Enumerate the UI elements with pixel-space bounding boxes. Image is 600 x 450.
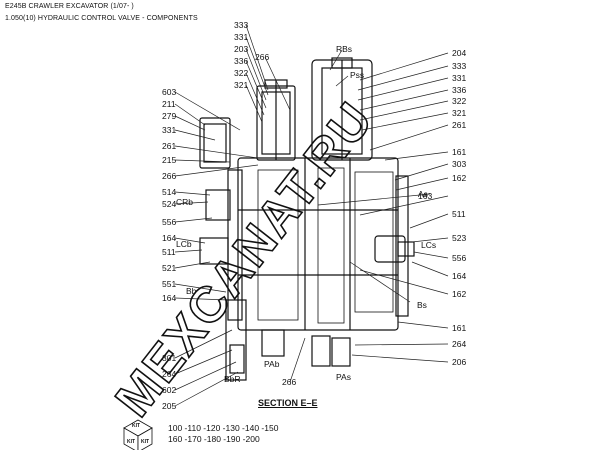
callout-number-left: 333: [234, 20, 248, 30]
callout-number-left: 211: [162, 99, 176, 109]
callout-number-right: 162: [452, 289, 466, 299]
diagram-model-title: E245B CRAWLER EXCAVATOR (1/07- ): [5, 3, 134, 10]
callout-number-left: 203: [234, 44, 248, 54]
port-label: Pss: [350, 70, 364, 80]
callout-number-right: 303: [452, 159, 466, 169]
callout-number-right: 161: [452, 323, 466, 333]
kit-icon-label: KIT: [141, 439, 149, 445]
callout-number-left: 301: [162, 353, 176, 363]
callout-number-right: 264: [452, 339, 466, 349]
right-relief-cap: [311, 57, 373, 161]
callout-number-left: 556: [162, 217, 176, 227]
callout-number-right: 164: [452, 271, 466, 281]
callout-number-right: 261: [452, 120, 466, 130]
callout-number-right: 206: [452, 357, 466, 367]
section-title: SECTION E–E: [258, 398, 318, 408]
leader-lines: [174, 24, 449, 407]
callout-number-center: 266: [282, 377, 296, 387]
callout-number-left: 164: [162, 233, 176, 243]
callout-number-right: 161: [452, 147, 466, 157]
callout-number-left: 322: [234, 68, 248, 78]
callout-number-left: 603: [162, 87, 176, 97]
callout-number-left: 164: [162, 293, 176, 303]
callout-number-left: 215: [162, 155, 176, 165]
callout-number-left: 602: [162, 385, 176, 395]
port-label: BbR: [224, 374, 241, 384]
callout-number-center: 266: [255, 52, 269, 62]
callout-number-right: 204: [452, 48, 466, 58]
callout-number-right: 321: [452, 108, 466, 118]
callout-number-left: 331: [234, 32, 248, 42]
port-label: CRb: [176, 197, 193, 207]
callout-number-right: 336: [452, 85, 466, 95]
right-end-block: [374, 235, 415, 263]
callout-number-left: 279: [162, 111, 176, 121]
callout-number-left: 336: [234, 56, 248, 66]
callout-number-right: 333: [452, 61, 466, 71]
callout-number-right: 163: [418, 191, 432, 201]
callout-number-left: 321: [234, 80, 248, 90]
callout-number-right: 331: [452, 73, 466, 83]
port-label: LCb: [176, 239, 192, 249]
callout-number-left: 205: [162, 401, 176, 411]
port-label: PAs: [336, 372, 351, 382]
diagram-group-title: 1.050(10) HYDRAULIC CONTROL VALVE - COMP…: [5, 15, 198, 22]
callout-number-left: 524: [162, 199, 176, 209]
port-label: PAb: [264, 359, 280, 369]
left-relief-cap: [256, 79, 296, 161]
callout-number-right: 322: [452, 96, 466, 106]
kit-icon-label: KIT: [132, 423, 140, 429]
kit-number-row-1: 100 -110 -120 -130 -140 -150: [168, 423, 279, 433]
callout-number-left: 266: [162, 171, 176, 181]
port-label: Bs: [417, 300, 427, 310]
callout-number-left: 261: [162, 141, 176, 151]
callout-number-right: 556: [452, 253, 466, 263]
port-label: Bb: [186, 286, 197, 296]
callout-number-right: 511: [452, 209, 466, 219]
callout-number-left: 511: [162, 247, 176, 257]
callout-number-left: 521: [162, 263, 176, 273]
callout-number-right: 162: [452, 173, 466, 183]
callout-number-right: 523: [452, 233, 466, 243]
callout-number-left: 514: [162, 187, 176, 197]
callout-number-left: 264: [162, 369, 176, 379]
callout-number-left: 331: [162, 125, 176, 135]
port-label: As: [418, 189, 428, 199]
kit-box-icon: KIT KIT KIT: [123, 419, 153, 450]
callout-number-left: 551: [162, 279, 176, 289]
left-end-block: [199, 117, 247, 381]
port-label: RBs: [336, 44, 352, 54]
port-label: LCs: [421, 240, 436, 250]
kit-number-row-2: 160 -170 -180 -190 -200: [168, 434, 260, 444]
kit-icon-label: KIT: [127, 439, 135, 445]
bottom-ports: [261, 329, 351, 367]
